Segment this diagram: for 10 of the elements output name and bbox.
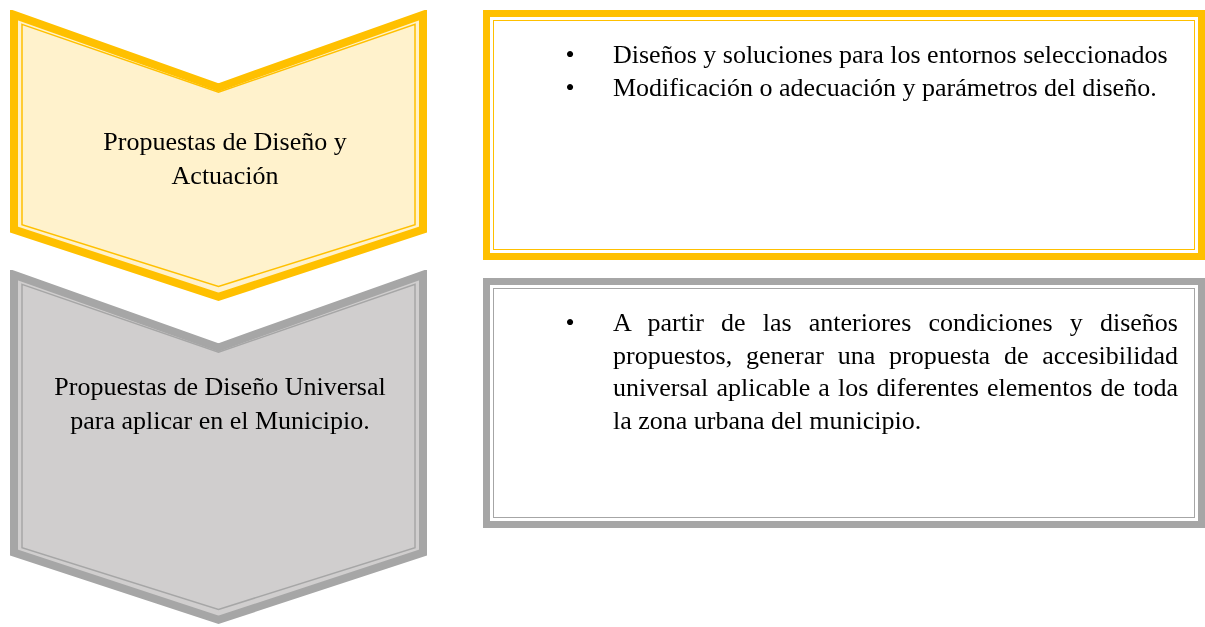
text-panel: [483, 10, 1205, 260]
chevron-label: Propuestas de Diseño Universal para aplicar en el Municipio.: [53, 371, 387, 437]
chevron-label: Propuestas de Diseño y Actuación: [102, 126, 348, 192]
bullet: •: [564, 307, 576, 339]
bullet: •: [564, 71, 576, 104]
text-panel: [483, 278, 1205, 528]
bullet-text: A partir de las anteriores condiciones y diseños propuestos, generar una propuesta de accesibilidad universal aplicable a los diferentes elementos de toda la zona urbana del municipio.: [613, 307, 1178, 437]
bullet-text: Diseños y soluciones para los entornos seleccionados: [613, 39, 1169, 71]
bullet: •: [564, 39, 576, 71]
bullet-text: Modificación o adecuación y parámetros del diseño.: [613, 71, 1158, 104]
